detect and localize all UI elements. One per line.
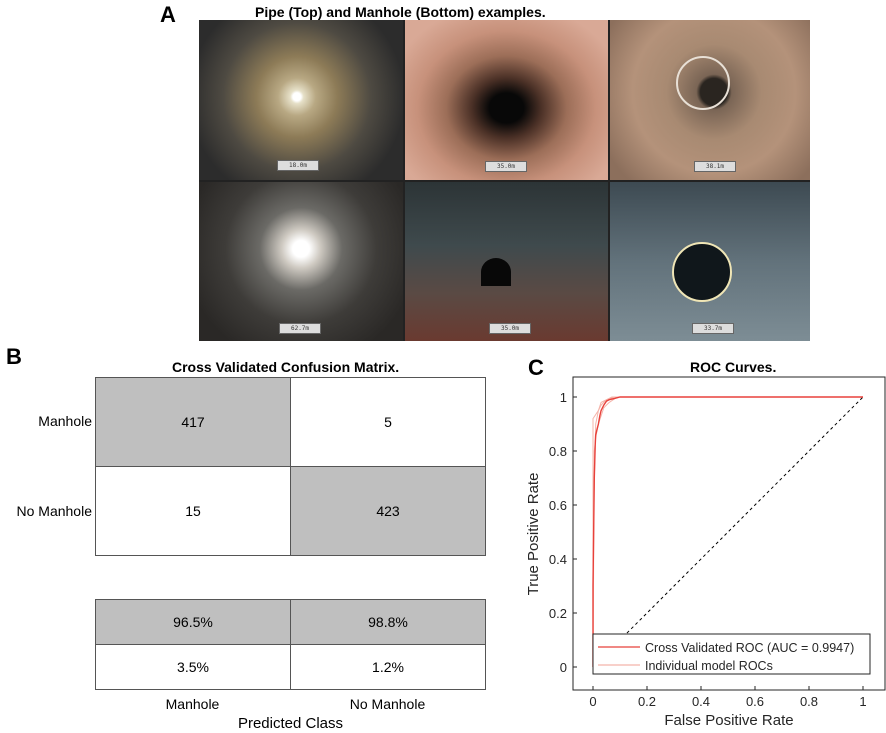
matrix-cell-fp: 15 (95, 466, 291, 556)
y-tick-label: 0.2 (549, 606, 567, 621)
y-tick-label: 0.4 (549, 552, 567, 567)
row-label-manhole: Manhole (38, 413, 92, 429)
distance-overlay: 35.0m (485, 161, 527, 172)
manhole-opening (672, 242, 732, 302)
individual-roc-line (592, 396, 863, 667)
summary-cell-precision-manhole: 96.5% (95, 599, 291, 645)
summary-cell-error-no-manhole: 1.2% (290, 644, 486, 690)
legend-label-cv-roc: Cross Validated ROC (AUC = 0.9947) (645, 641, 854, 655)
summary-cell-precision-no-manhole: 98.8% (290, 599, 486, 645)
y-tick-label: 1 (560, 390, 567, 405)
confusion-xlabel: Predicted Class (237, 715, 344, 732)
matrix-cell-tn: 423 (290, 466, 486, 556)
panel-a-title: Pipe (Top) and Manhole (Bottom) examples… (255, 4, 546, 20)
roc-legend-box (592, 633, 871, 675)
roc-legend: Cross Validated ROC (AUC = 0.9947) Indiv… (592, 633, 871, 675)
y-tick-label: 0 (560, 660, 567, 675)
roc-chart: 0 0 0.2 0.2 0.4 0.4 0.6 0.6 0.8 0.8 1 1 False Posit… (525, 376, 886, 729)
x-tick-label: 0.2 (638, 694, 656, 709)
distance-overlay: 38.1m (694, 161, 736, 172)
matrix-cell-fn: 5 (290, 377, 486, 467)
col-label-no-manhole: No Manhole (349, 696, 426, 712)
row-label-no-manhole: No Manhole (16, 503, 93, 519)
pipe-example-image: 35.0m (405, 20, 608, 180)
distance-overlay: 35.0m (489, 323, 531, 334)
x-tick-label: 0 (589, 694, 596, 709)
cv-roc-line (592, 396, 863, 667)
manhole-example-image: 33.7m (610, 182, 810, 341)
roc-lines (592, 396, 864, 668)
x-tick-label: 0.6 (746, 694, 764, 709)
legend-label-individual-roc: Individual model ROCs (645, 659, 773, 673)
x-tick-label: 0.4 (692, 694, 710, 709)
x-tick-label: 1 (859, 694, 866, 709)
pipe-example-image: 38.1m (610, 20, 810, 180)
pipe-ring (676, 56, 730, 110)
distance-overlay: 33.7m (692, 323, 734, 334)
panel-c-letter: C (528, 355, 544, 380)
manhole-opening (481, 258, 511, 286)
matrix-cell-tp: 417 (95, 377, 291, 467)
panel-a-letter: A (160, 2, 176, 27)
roc-ticks: 0 0 0.2 0.2 0.4 0.4 0.6 0.6 0.8 0.8 1 1 (549, 390, 867, 709)
confusion-matrix-title: Cross Validated Confusion Matrix. (172, 359, 400, 375)
example-image-grid: 18.0m 35.0m 38.1m 62.7m 35.0m 33.7m (199, 20, 810, 341)
y-tick-label: 0.8 (549, 444, 567, 459)
summary-cell-error-manhole: 3.5% (95, 644, 291, 690)
distance-overlay: 18.0m (277, 160, 319, 171)
roc-ylabel: True Positive Rate (525, 473, 542, 596)
roc-xlabel: False Positive Rate (664, 712, 793, 729)
manhole-example-image: 62.7m (199, 182, 403, 341)
manhole-example-image: 35.0m (405, 182, 608, 341)
pipe-example-image: 18.0m (199, 20, 403, 180)
col-label-manhole: Manhole (165, 696, 220, 712)
panel-b-letter: B (6, 344, 22, 369)
chance-diagonal-line (592, 396, 864, 668)
distance-overlay: 62.7m (279, 323, 321, 334)
x-tick-label: 0.8 (800, 694, 818, 709)
y-tick-label: 0.6 (549, 498, 567, 513)
roc-title: ROC Curves. (690, 359, 777, 375)
